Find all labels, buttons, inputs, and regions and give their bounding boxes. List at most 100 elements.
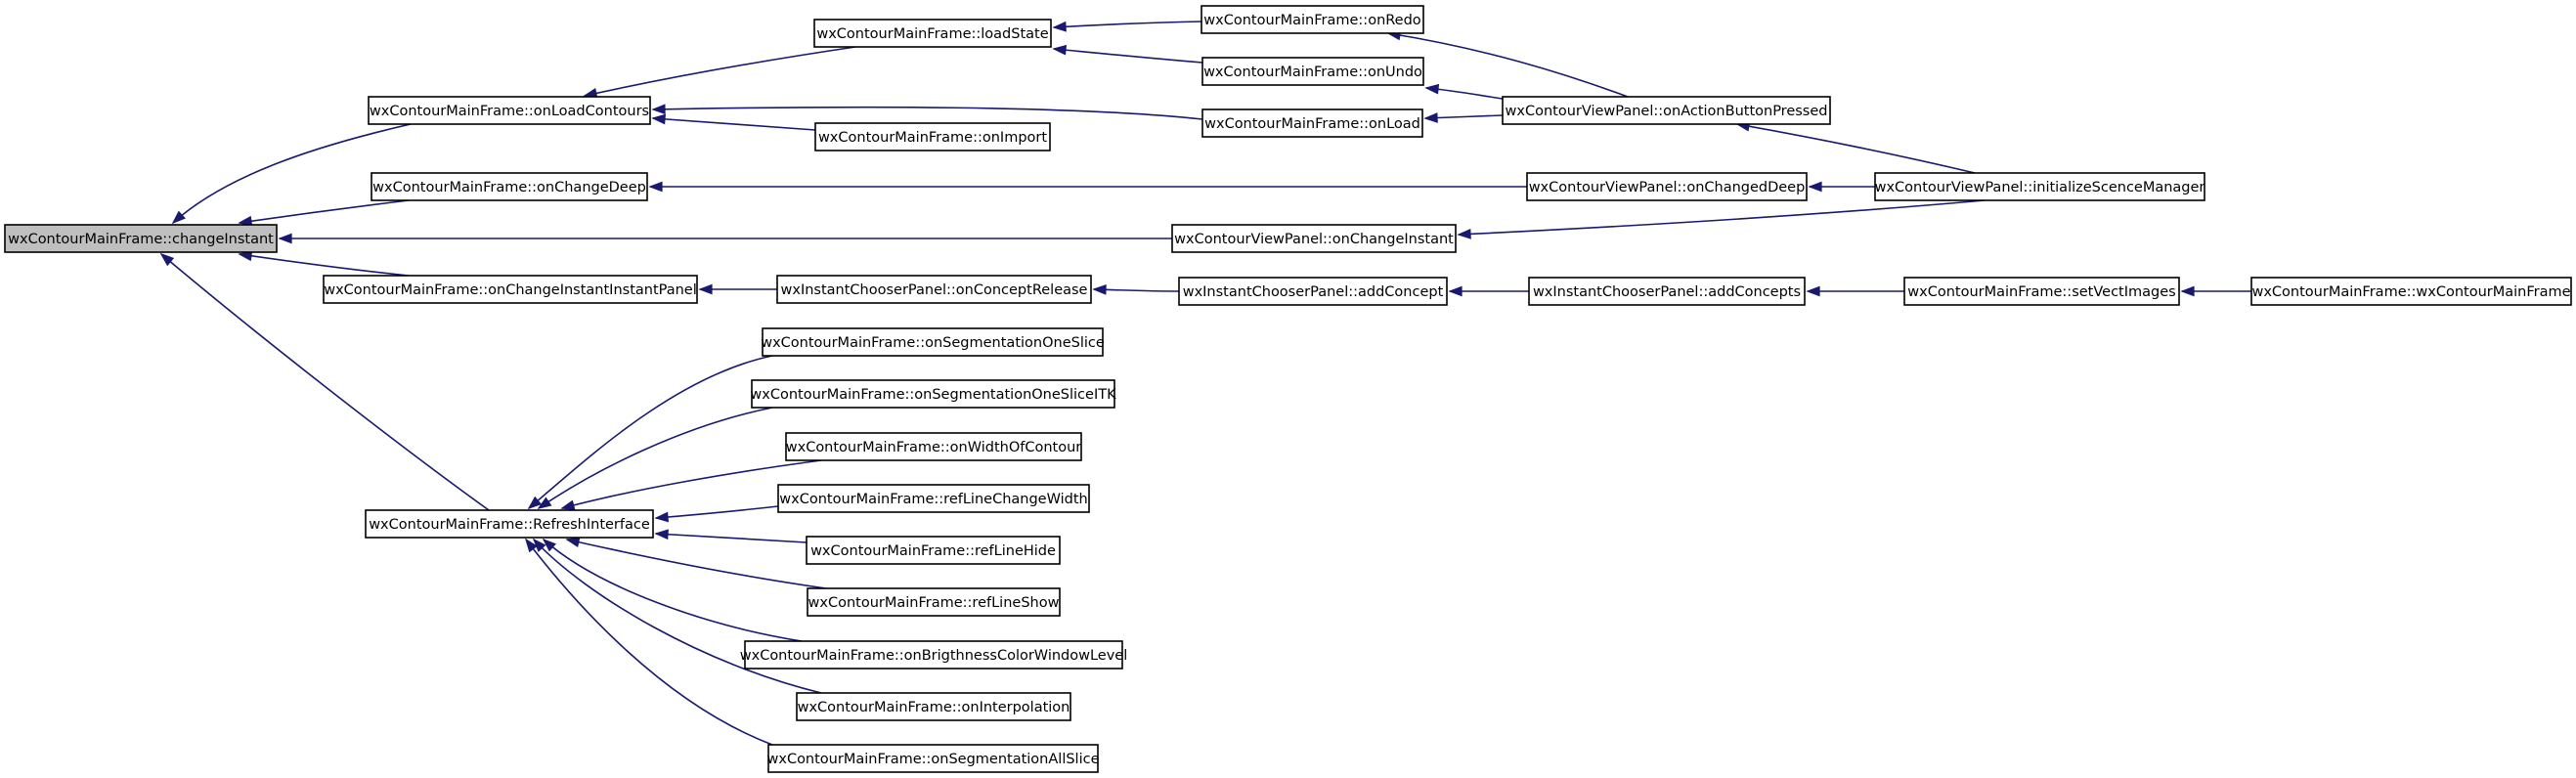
node-box[interactable]	[371, 172, 648, 201]
arrowhead-icon	[171, 210, 186, 225]
node-box[interactable]	[807, 587, 1061, 617]
node-label: wxInstantChooserPanel::addConcept	[1183, 284, 1444, 300]
node-label: wxContourMainFrame::onSegmentationAllSli…	[767, 752, 1100, 767]
node-box[interactable]	[806, 536, 1061, 565]
node-box[interactable]	[2250, 277, 2572, 306]
arrowhead-icon	[1448, 285, 1463, 297]
edge-RefreshInterface-to-changeInstant	[159, 252, 490, 511]
node-setVectImages[interactable]: wxContourMainFrame::setVectImages	[1903, 277, 2180, 306]
node-label: wxContourMainFrame::RefreshInterface	[369, 517, 650, 533]
node-label: wxContourMainFrame::loadState	[816, 26, 1048, 42]
node-box[interactable]	[813, 19, 1052, 48]
node-label: wxContourMainFrame::refLineChangeWidth	[779, 492, 1087, 507]
node-onSegmentationOneSlice[interactable]: wxContourMainFrame::onSegmentationOneSli…	[761, 327, 1105, 357]
node-box[interactable]	[365, 509, 654, 539]
node-box[interactable]	[1178, 277, 1448, 306]
node-box[interactable]	[323, 275, 698, 304]
edge-refLineHide-to-RefreshInterface	[654, 529, 808, 543]
edge-line	[528, 355, 773, 509]
edge-line	[543, 539, 803, 642]
node-onImport[interactable]: wxContourMainFrame::onImport	[814, 122, 1051, 151]
node-onActionButtonPressed[interactable]: wxContourViewPanel::onActionButtonPresse…	[1502, 96, 1831, 125]
node-onSegmentationOneSliceITK[interactable]: wxContourMainFrame::onSegmentationOneSli…	[750, 379, 1116, 409]
node-box[interactable]	[744, 640, 1123, 670]
edge-onChangedDeep-to-onChangeDeep	[648, 181, 1527, 193]
node-onRedo[interactable]: wxContourMainFrame::onRedo	[1201, 5, 1424, 34]
node-initializeScenceManager[interactable]: wxContourViewPanel::initializeScenceMana…	[1874, 172, 2205, 201]
edges-layer	[159, 21, 2251, 746]
node-onLoadContours[interactable]: wxContourMainFrame::onLoadContours	[368, 96, 651, 125]
edge-onSegmentationAllSlice-to-RefreshInterface	[524, 538, 773, 746]
node-box[interactable]	[1502, 96, 1831, 125]
node-addConcept[interactable]: wxInstantChooserPanel::addConcept	[1178, 277, 1448, 306]
node-box[interactable]	[1201, 108, 1423, 138]
edge-line	[1093, 288, 1180, 292]
node-box[interactable]	[1874, 172, 2205, 201]
edge-onActionButtonPressed-to-onUndo	[1424, 83, 1504, 100]
node-box[interactable]	[814, 122, 1051, 151]
edge-refLineChangeWidth-to-RefreshInterface	[654, 505, 779, 523]
node-onLoad[interactable]: wxContourMainFrame::onLoad	[1201, 108, 1423, 138]
node-vpOnChangeInstant[interactable]: wxContourViewPanel::onChangeInstant	[1171, 224, 1457, 253]
node-box[interactable]	[767, 744, 1099, 773]
node-RefreshInterface[interactable]: wxContourMainFrame::RefreshInterface	[365, 509, 654, 539]
node-box[interactable]	[785, 432, 1082, 461]
node-changeInstant[interactable]: wxContourMainFrame::changeInstant	[4, 224, 278, 253]
edge-line	[566, 539, 827, 589]
edge-initializeScenceManager-to-onChangedDeep	[1808, 181, 1875, 193]
edge-line	[584, 46, 856, 97]
node-box[interactable]	[1903, 277, 2180, 306]
edge-onSegmentationOneSliceITK-to-RefreshInterface	[537, 407, 773, 509]
node-box[interactable]	[1528, 277, 1806, 306]
node-box[interactable]	[4, 224, 278, 253]
node-label: wxContourMainFrame::onLoad	[1204, 116, 1420, 132]
node-onBrigthnessColorWindowLevel[interactable]: wxContourMainFrame::onBrigthnessColorWin…	[740, 640, 1128, 670]
node-box[interactable]	[1201, 5, 1424, 34]
node-addConcepts[interactable]: wxInstantChooserPanel::addConcepts	[1528, 277, 1806, 306]
node-loadState[interactable]: wxContourMainFrame::loadState	[813, 19, 1052, 48]
edge-onChangeInstantInstantPanel-to-changeInstant	[238, 250, 410, 277]
arrowhead-icon	[1052, 21, 1067, 32]
edge-initializeScenceManager-to-vpOnChangeInstant	[1457, 199, 1986, 239]
node-box[interactable]	[777, 484, 1090, 513]
arrowhead-icon	[1423, 112, 1438, 123]
node-box[interactable]	[751, 379, 1115, 409]
edge-line	[239, 253, 410, 277]
node-box[interactable]	[796, 692, 1071, 721]
node-onInterpolation[interactable]: wxContourMainFrame::onInterpolation	[796, 692, 1071, 721]
node-box[interactable]	[776, 275, 1092, 304]
node-label: wxContourMainFrame::onRedo	[1203, 13, 1421, 28]
node-onConceptRelease[interactable]: wxInstantChooserPanel::onConceptRelease	[776, 275, 1092, 304]
node-box[interactable]	[762, 327, 1104, 357]
node-ctor[interactable]: wxContourMainFrame::wxContourMainFrame	[2250, 277, 2572, 306]
node-refLineShow[interactable]: wxContourMainFrame::refLineShow	[807, 587, 1061, 617]
edge-initializeScenceManager-to-onActionButtonPressed	[1735, 120, 1976, 174]
edge-addConcepts-to-addConcept	[1448, 285, 1529, 297]
node-onSegmentationAllSlice[interactable]: wxContourMainFrame::onSegmentationAllSli…	[767, 744, 1100, 773]
arrowhead-icon	[654, 511, 669, 523]
node-onUndo[interactable]: wxContourMainFrame::onUndo	[1201, 57, 1424, 86]
node-label: wxContourMainFrame::onSegmentationOneSli…	[761, 335, 1105, 351]
node-box[interactable]	[1201, 57, 1424, 86]
node-onChangeDeep[interactable]: wxContourMainFrame::onChangeDeep	[371, 172, 648, 201]
node-label: wxContourMainFrame::setVectImages	[1907, 284, 2175, 300]
arrowhead-icon	[560, 499, 576, 510]
arrowhead-icon	[278, 233, 292, 244]
node-onChangedDeep[interactable]: wxContourViewPanel::onChangedDeep	[1526, 172, 1808, 201]
edge-setVectImages-to-addConcepts	[1806, 285, 1904, 297]
node-onChangeInstantInstantPanel[interactable]: wxContourMainFrame::onChangeInstantInsta…	[323, 275, 698, 304]
node-label: wxContourMainFrame::onLoadContours	[370, 104, 649, 119]
node-onWidthOfContour[interactable]: wxContourMainFrame::onWidthOfContour	[785, 432, 1082, 461]
arrowhead-icon	[537, 497, 552, 509]
edge-onSegmentationOneSlice-to-RefreshInterface	[527, 355, 773, 510]
node-label: wxContourMainFrame::onBrigthnessColorWin…	[740, 648, 1128, 664]
node-box[interactable]	[1526, 172, 1808, 201]
node-label: wxContourMainFrame::refLineShow	[808, 595, 1060, 611]
arrowhead-icon	[651, 113, 666, 125]
node-refLineHide[interactable]: wxContourMainFrame::refLineHide	[806, 536, 1061, 565]
node-refLineChangeWidth[interactable]: wxContourMainFrame::refLineChangeWidth	[777, 484, 1090, 513]
node-box[interactable]	[1171, 224, 1457, 253]
node-box[interactable]	[368, 96, 651, 125]
edge-line	[652, 106, 1203, 120]
